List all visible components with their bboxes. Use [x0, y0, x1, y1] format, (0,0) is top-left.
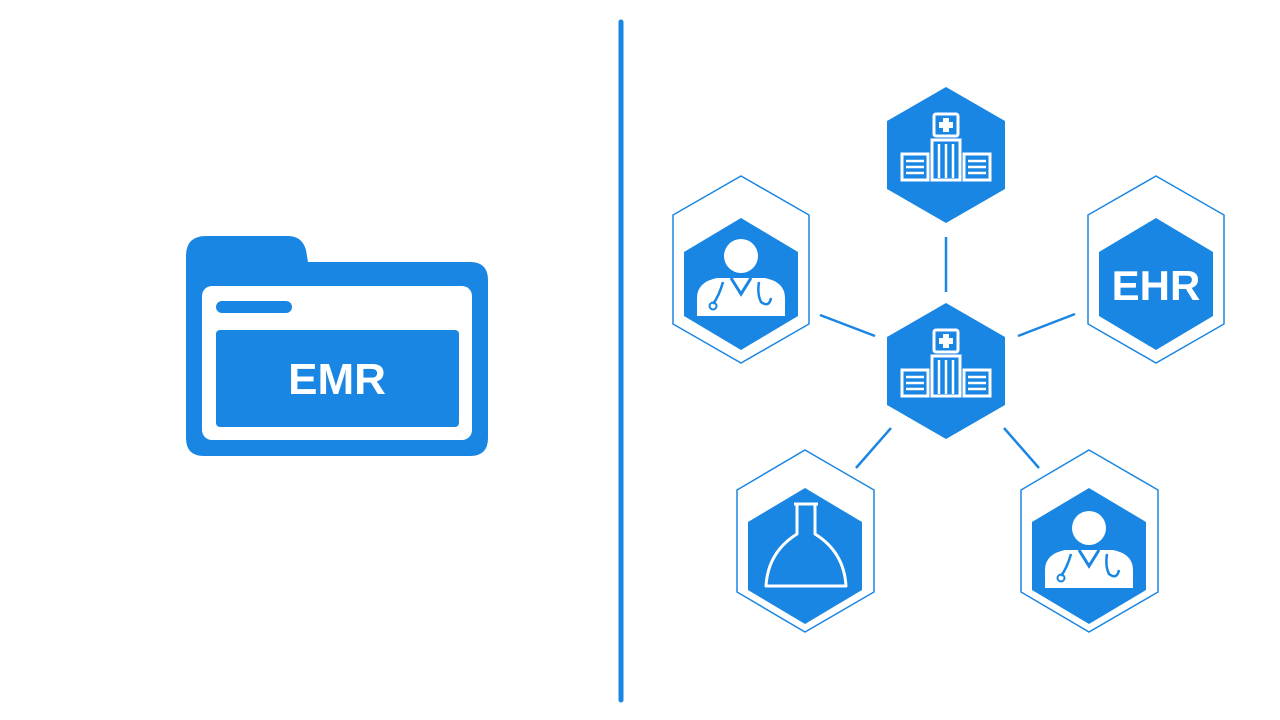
connector-lines: [819, 237, 1076, 469]
ehr-label: EHR: [1112, 262, 1201, 309]
folder-label-panel: [216, 330, 459, 427]
folder-tab-bar: [216, 301, 292, 313]
node-upper-left-doctor: [672, 175, 810, 364]
hexagon-outline-lower-right: [1020, 449, 1159, 633]
connector-lower-left: [855, 427, 892, 469]
emr-label: EMR: [288, 355, 386, 404]
node-center-hospital: [887, 303, 1005, 439]
emr-folder: EMR: [186, 236, 488, 456]
node-upper-right-ehr: EHR: [1087, 175, 1225, 364]
node-lower-left-lab: [736, 449, 875, 633]
connector-upper-right: [1017, 312, 1076, 338]
connector-lower-right: [1003, 427, 1040, 469]
hexagon-lower-left: [748, 488, 862, 624]
hexagon-outline-lower-left: [736, 449, 875, 633]
hexagon-upper-right: [1099, 218, 1213, 350]
node-top-hospital: [887, 87, 1005, 223]
hexagon-outline-upper-left: [672, 175, 810, 364]
connector-upper-left: [819, 313, 876, 338]
ehr-network: EHR: [672, 87, 1225, 633]
hexagon-outline-upper-right: [1087, 175, 1225, 364]
node-lower-right-doctor: [1020, 449, 1159, 633]
